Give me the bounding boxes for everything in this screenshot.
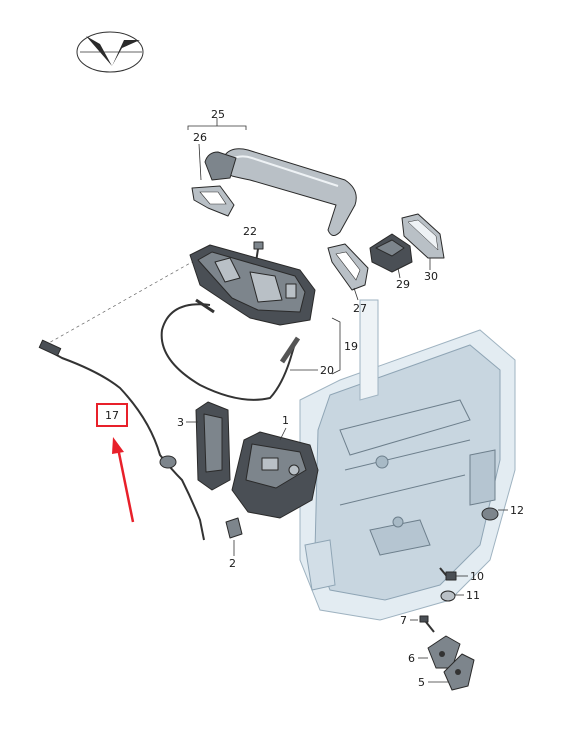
label-2: 2 bbox=[229, 557, 236, 570]
label-17: 17 bbox=[105, 409, 119, 422]
label-30: 30 bbox=[424, 270, 438, 283]
handle-carrier bbox=[189, 244, 316, 326]
label-12: 12 bbox=[510, 504, 524, 517]
handle-gasket-27 bbox=[327, 243, 369, 291]
lock-cover-3 bbox=[195, 401, 231, 491]
door-lock-1 bbox=[231, 431, 319, 519]
brand-logo-icon bbox=[76, 31, 144, 73]
striker-5 bbox=[443, 653, 475, 691]
label-10: 10 bbox=[470, 570, 484, 583]
label-1: 1 bbox=[282, 414, 289, 427]
door-inner-panel bbox=[299, 299, 516, 621]
striker-plate-6 bbox=[427, 635, 461, 669]
plug-12 bbox=[481, 507, 499, 521]
washer-11 bbox=[440, 590, 456, 602]
label-20: 20 bbox=[320, 364, 334, 377]
label-6: 6 bbox=[408, 652, 415, 665]
lock-cylinder-29 bbox=[369, 233, 413, 273]
label-3: 3 bbox=[177, 416, 184, 429]
release-cable-19 bbox=[160, 298, 301, 401]
bowden-cable-17 bbox=[38, 339, 205, 541]
handle-cover-cap bbox=[191, 185, 235, 217]
label-11: 11 bbox=[466, 589, 480, 602]
label-27: 27 bbox=[353, 302, 367, 315]
label-5: 5 bbox=[418, 676, 425, 689]
handle-cap-30 bbox=[401, 213, 445, 259]
label-19: 19 bbox=[344, 340, 358, 353]
outer-door-handle bbox=[204, 148, 357, 236]
label-22: 22 bbox=[243, 225, 257, 238]
label-26: 26 bbox=[193, 131, 207, 144]
bolt-7 bbox=[419, 615, 435, 633]
label-29: 29 bbox=[396, 278, 410, 291]
highlight-arrow-icon bbox=[112, 437, 135, 523]
seal-2 bbox=[225, 517, 243, 539]
label-7: 7 bbox=[400, 614, 407, 627]
label-25: 25 bbox=[211, 108, 225, 121]
highlight-box bbox=[96, 403, 128, 427]
